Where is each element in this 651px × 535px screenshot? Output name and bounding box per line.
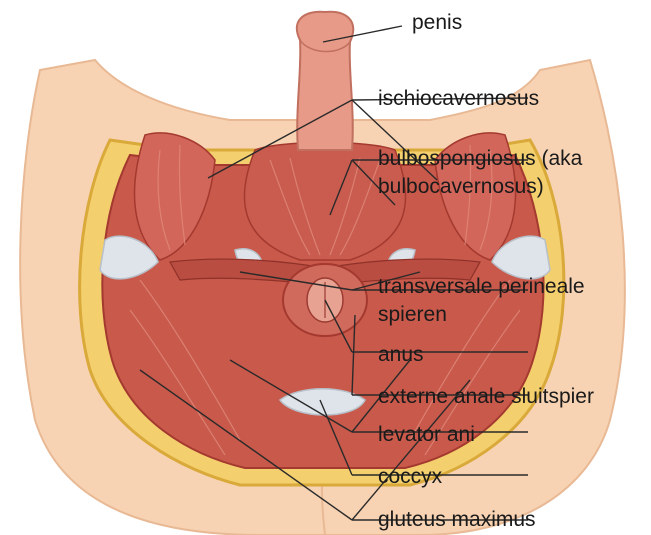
label-coccyx: coccyx (378, 464, 442, 490)
label-penis: penis (412, 10, 462, 36)
label-bulbospongiosus-line1: bulbospongiosus (aka (378, 146, 582, 172)
label-levator-ani: levator ani (378, 422, 475, 448)
penis-shape (297, 12, 353, 150)
label-gluteus-maximus: gluteus maximus (378, 507, 536, 533)
label-ischiocavernosus: ischiocavernosus (378, 86, 539, 112)
label-externe-anale-sluitspier: externe anale sluitspier (378, 384, 594, 410)
label-anus: anus (378, 342, 424, 368)
label-transversale-line1: transversale perineale (378, 274, 585, 300)
label-bulbospongiosus-line2: bulbocavernosus) (378, 174, 544, 200)
label-transversale-line2: spieren (378, 302, 447, 328)
